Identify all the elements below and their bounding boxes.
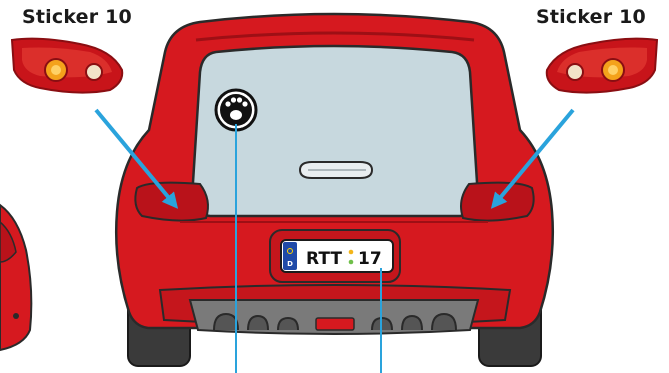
- rear-diffuser: [190, 300, 478, 334]
- license-plate: D RTT 17: [281, 240, 393, 272]
- plate-right-text: 17: [358, 249, 382, 269]
- sticker-taillight-right: [547, 39, 657, 93]
- partial-car-left-edge: [0, 205, 31, 350]
- plate-left-text: RTT: [306, 249, 342, 269]
- sticker-taillight-left: [12, 39, 122, 93]
- car-rear: D RTT 17: [116, 14, 553, 366]
- plate-country-code: D: [287, 260, 293, 268]
